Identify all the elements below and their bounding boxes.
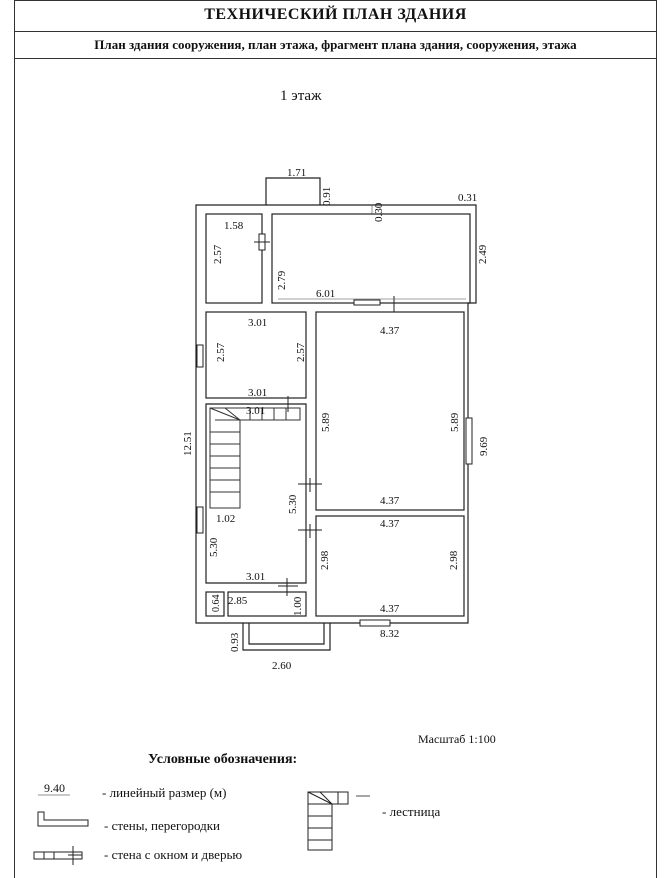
dim-hall-h: 2.79 <box>276 270 288 290</box>
legend-wall-symbol <box>37 811 89 827</box>
dim-right-top-h: 2.49 <box>477 244 489 264</box>
dim-big-room-h-right: 5.89 <box>449 412 461 432</box>
staircase <box>209 407 301 509</box>
room-2 <box>205 311 307 399</box>
outer-wall <box>195 204 477 624</box>
vestibule <box>227 591 307 617</box>
dim-total-w: 8.32 <box>380 628 399 640</box>
page-subtitle: План здания сооружения, план этажа, фраг… <box>94 37 577 52</box>
dim-room2-h-right: 2.57 <box>295 342 307 362</box>
dim-hall-w: 6.01 <box>316 288 335 300</box>
bottom-porch <box>242 623 331 651</box>
dim-stair-w-top: 3.01 <box>248 387 267 399</box>
dim-corner: 0.31 <box>458 192 477 204</box>
dim-porch-top-w: 1.71 <box>287 167 306 179</box>
dim-small-w: 2.85 <box>228 595 248 607</box>
dim-hall-gap: 0.30 <box>373 202 385 222</box>
room-4 <box>315 515 465 617</box>
legend-walls: - стены, перегородки <box>104 818 221 833</box>
dim-stair-w-inner: 3.01 <box>246 405 265 417</box>
dim-room4-w-top: 4.37 <box>380 518 400 530</box>
floor-label: 1 этаж <box>280 88 322 104</box>
dim-room4-h-left: 2.98 <box>319 550 331 570</box>
dim-porch-top-h: 0.91 <box>321 187 333 206</box>
dim-corridor-w: 1.02 <box>216 513 235 525</box>
dim-corridor-h: 5.30 <box>287 494 299 514</box>
legend-stairs: - лестница <box>382 804 441 819</box>
openings <box>196 233 473 627</box>
dim-big-room-w-bottom: 4.37 <box>380 495 400 507</box>
dim-vest-h: 1.00 <box>292 596 304 616</box>
legend-sample-value: 9.40 <box>44 781 65 795</box>
scale-label: Масштаб 1:100 <box>418 732 496 746</box>
room-1 <box>205 213 263 304</box>
dim-room4-w-bottom: 4.37 <box>380 603 400 615</box>
frame-left <box>14 0 15 878</box>
dim-left-bottom-h: 5.30 <box>208 537 220 557</box>
legend-linear-size: - линейный размер (м) <box>102 785 227 800</box>
dim-room1-w: 1.58 <box>224 220 244 232</box>
top-porch <box>265 177 321 205</box>
legend-wall-window-door: - стена с окном и дверью <box>104 847 243 862</box>
frame-header-divider <box>14 31 657 32</box>
bottom-porch-inner <box>248 623 325 645</box>
legend-title: Условные обозначения: <box>148 752 298 767</box>
dim-room4-h-right: 2.98 <box>448 550 460 570</box>
dim-porch-bottom-w: 2.60 <box>272 660 292 672</box>
small-room <box>205 591 225 617</box>
dim-right-total-h: 9.69 <box>478 436 490 456</box>
dim-corridor-w-bottom: 3.01 <box>246 571 265 583</box>
dim-big-room-w-top: 4.37 <box>380 325 400 337</box>
dim-room2-w: 3.01 <box>248 317 267 329</box>
legend-symbols <box>33 791 370 865</box>
dim-small-h: 0.64 <box>211 595 222 613</box>
big-room <box>315 311 465 511</box>
dim-room2-h-left: 2.57 <box>215 342 227 362</box>
dim-room1-h: 2.57 <box>212 244 224 264</box>
frame-top <box>14 0 657 1</box>
dim-big-room-h-left: 5.89 <box>320 412 332 432</box>
hall <box>271 213 471 304</box>
page-title: ТЕХНИЧЕСКИЙ ПЛАН ЗДАНИЯ <box>204 6 467 23</box>
dim-total-h: 12.51 <box>182 431 194 456</box>
frame-subtitle-divider <box>14 58 657 59</box>
dim-porch-bottom-h: 0.93 <box>229 632 241 652</box>
frame-right <box>656 0 657 878</box>
corridor <box>205 403 307 584</box>
